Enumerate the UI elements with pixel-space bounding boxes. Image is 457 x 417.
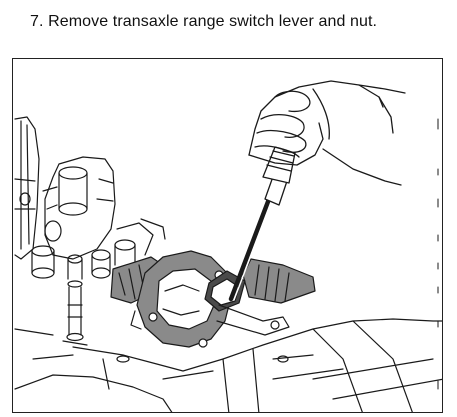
illustration-frame (12, 58, 443, 413)
housing-bosses-middle (91, 218, 166, 279)
housing-bracket (42, 156, 116, 260)
bolt-boss-left (31, 245, 83, 280)
transaxle-housing-left (14, 116, 40, 260)
range-switch-body (136, 250, 232, 348)
transaxle-illustration (14, 80, 442, 412)
transaxle-housing-lower (14, 318, 442, 412)
stud-left (62, 280, 88, 346)
shaded-cover-right (242, 258, 316, 304)
hand (248, 80, 406, 186)
screwdriver (228, 146, 296, 302)
step-heading: 7. Remove transaxle range switch lever a… (30, 13, 378, 30)
